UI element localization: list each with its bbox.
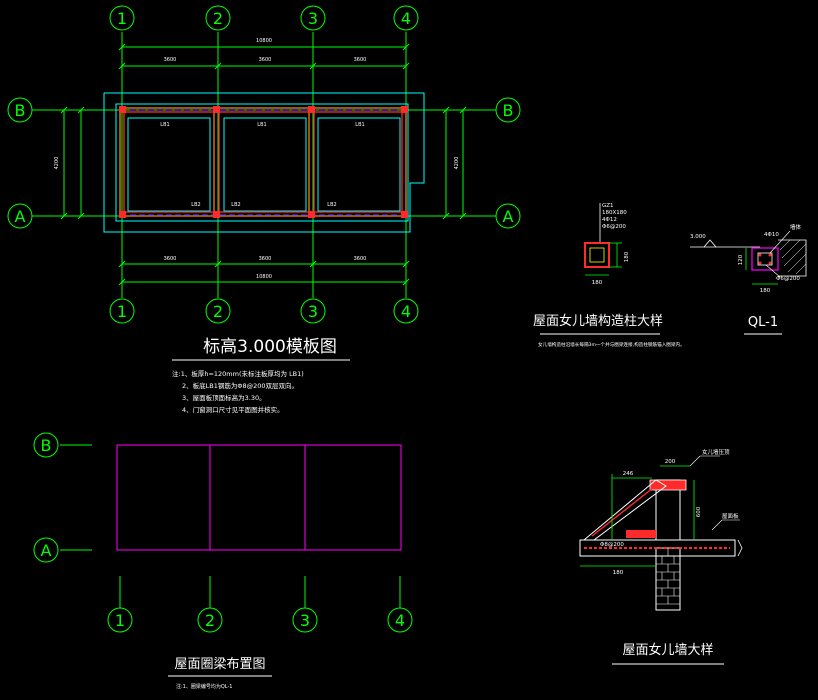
gz1-dim-width: 180 bbox=[592, 280, 603, 286]
beam-grid-col-2: 2 bbox=[205, 611, 215, 630]
ql1-rebar-top: 4Φ10 bbox=[764, 232, 779, 238]
plan-top-dimensions bbox=[118, 43, 410, 70]
column-detail-title: 屋面女儿墙构造柱大样 bbox=[533, 313, 663, 329]
gz1-dim-height: 180 bbox=[624, 251, 630, 262]
plan-bottom-dimensions bbox=[118, 260, 410, 286]
dim-top-total: 10800 bbox=[256, 38, 272, 44]
grid-col-4-top: 4 bbox=[401, 9, 411, 28]
gz1-callout-4: Φ6@200 bbox=[602, 224, 626, 230]
dim-side-left: 4200 bbox=[54, 157, 60, 170]
beam-layout-frame bbox=[116, 444, 402, 551]
dim-top-2: 3600 bbox=[259, 57, 272, 63]
ql1-elev: 3.000 bbox=[690, 234, 706, 240]
bottom-label-3: LB2 bbox=[327, 202, 336, 208]
parapet-label-slab: Φ8@200 bbox=[600, 542, 624, 548]
beam-layout-grid bbox=[33, 432, 413, 633]
plan-side-dimensions bbox=[60, 106, 467, 220]
grid-col-4-bottom: 4 bbox=[401, 302, 411, 321]
column-detail bbox=[584, 203, 622, 276]
beam-grid-col-4: 4 bbox=[395, 611, 405, 630]
column-detail-note: 女儿墙构造柱沿墙长每隔3m一个并与圈梁连接,构造柱钢筋锚入圈梁内。 bbox=[538, 341, 685, 348]
parapet-dim-3: 600 bbox=[696, 506, 702, 517]
plan-note-3: 3、屋面板顶面标高为3.30。 bbox=[182, 393, 266, 402]
dim-bottom-1: 3600 bbox=[164, 256, 177, 262]
gz1-callout-1: GZ1 bbox=[602, 203, 614, 209]
grid-row-a-right: A bbox=[503, 207, 514, 226]
grid-col-3-bottom: 3 bbox=[308, 302, 318, 321]
parapet-title: 屋面女儿墙大样 bbox=[622, 642, 713, 658]
dim-bottom-3: 3600 bbox=[354, 256, 367, 262]
beam-grid-row-b: B bbox=[41, 436, 52, 455]
beam-layout-title: 屋面圈梁布置图 bbox=[174, 657, 265, 672]
grid-col-3-top: 3 bbox=[308, 9, 318, 28]
plan-grid-bubbles bbox=[7, 5, 521, 324]
beam-layout-note: 注:1、圈梁编号均为QL-1 bbox=[176, 683, 233, 690]
grid-row-a-left: A bbox=[15, 207, 26, 226]
parapet-detail bbox=[579, 455, 743, 611]
parapet-dim-2: 200 bbox=[665, 459, 676, 465]
ql1-stirrup: Φ6@200 bbox=[776, 276, 800, 282]
ql1-dim-w: 180 bbox=[760, 288, 771, 294]
gz1-callout-3: 4Φ12 bbox=[602, 217, 617, 223]
plan-note-1: 注:1、板厚h=120mm(未标注板厚均为 LB1) bbox=[172, 369, 304, 378]
beam-grid-row-a: A bbox=[41, 541, 52, 560]
dim-bottom-2: 3600 bbox=[259, 256, 272, 262]
parapet-label-top: 女儿墙压顶 bbox=[702, 448, 730, 456]
dim-top-3: 3600 bbox=[354, 57, 367, 63]
grid-col-1-bottom: 1 bbox=[117, 302, 127, 321]
plan-note-2: 2、板底LB1钢筋为Φ8@200双层双向。 bbox=[182, 381, 298, 390]
grid-col-1-top: 1 bbox=[117, 9, 127, 28]
beam-grid-col-3: 3 bbox=[300, 611, 310, 630]
slab-outline bbox=[103, 92, 425, 233]
ql1-dim-h: 120 bbox=[738, 254, 744, 265]
plan-title: 标高3.000模板图 bbox=[203, 337, 337, 357]
grid-row-b-left: B bbox=[15, 101, 26, 120]
plan-columns bbox=[119, 106, 408, 218]
dim-side-right: 4200 bbox=[454, 157, 460, 170]
parapet-dim-4: 180 bbox=[613, 570, 624, 576]
beam-grid-col-1: 1 bbox=[115, 611, 125, 630]
parapet-label-side: 屋面板 bbox=[722, 512, 739, 520]
grid-row-b-right: B bbox=[503, 101, 514, 120]
plan-note-4: 4、门窗洞口尺寸见平面图并核实。 bbox=[182, 405, 284, 414]
slab-label-2: LB1 bbox=[257, 122, 266, 128]
parapet-dim-1: 246 bbox=[623, 471, 634, 477]
ql1-detail bbox=[690, 230, 807, 285]
ql1-title: QL-1 bbox=[748, 315, 778, 330]
grid-col-2-top: 2 bbox=[213, 9, 223, 28]
slab-label-1: LB1 bbox=[160, 122, 169, 128]
slab-label-3: LB1 bbox=[355, 122, 364, 128]
ql1-wall: 墙体 bbox=[790, 223, 802, 231]
bottom-label-2: LB2 bbox=[231, 202, 240, 208]
dim-top-1: 3600 bbox=[164, 57, 177, 63]
plan-ring-beams bbox=[119, 107, 407, 217]
grid-col-2-bottom: 2 bbox=[213, 302, 223, 321]
dim-bottom-total: 10800 bbox=[256, 274, 272, 280]
gz1-callout-2: 180X180 bbox=[602, 210, 627, 216]
bottom-label-1: LB2 bbox=[191, 202, 200, 208]
